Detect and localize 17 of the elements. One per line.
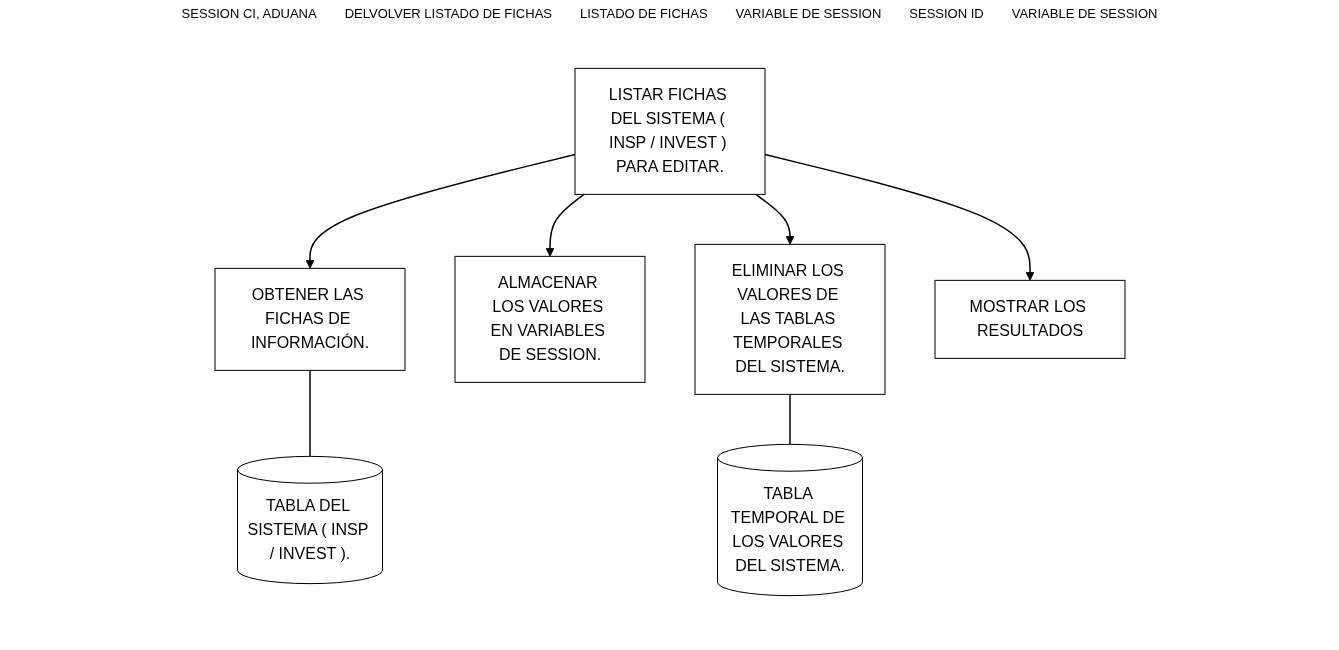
arrow xyxy=(754,193,794,245)
node-box: MOSTRAR LOS RESULTADOS xyxy=(934,279,1125,359)
arrow xyxy=(545,193,585,257)
connector xyxy=(308,369,311,458)
connector xyxy=(788,393,791,446)
data-couple-label: VARIABLE DE SESSION xyxy=(1011,6,1158,21)
arrow xyxy=(763,153,1034,281)
data-couple-label: LISTADO DE FICHAS xyxy=(580,6,708,21)
data-couple-label: SESSION CI, ADUANA xyxy=(181,6,317,21)
data-couple-label: VARIABLE DE SESSION xyxy=(735,6,882,21)
arrow xyxy=(305,153,576,269)
data-couple-label: DELVOLVER LISTADO DE FICHAS xyxy=(344,6,552,21)
data-couple-label: SESSION ID xyxy=(909,6,984,21)
node-box: OBTENER LAS FICHAS DE INFORMACIÓN. xyxy=(214,267,405,371)
node-box: LISTAR FICHAS DEL SISTEMA ( INSP / INVEST ) PARA EDITAR. xyxy=(574,67,765,195)
node-box: ALMACENAR LOS VALORES EN VARIABLES DE SESSION. xyxy=(454,255,645,383)
node-box: ELIMINAR LOS VALORES DE LAS TABLAS TEMPORALES DEL SISTEMA. xyxy=(694,243,885,395)
